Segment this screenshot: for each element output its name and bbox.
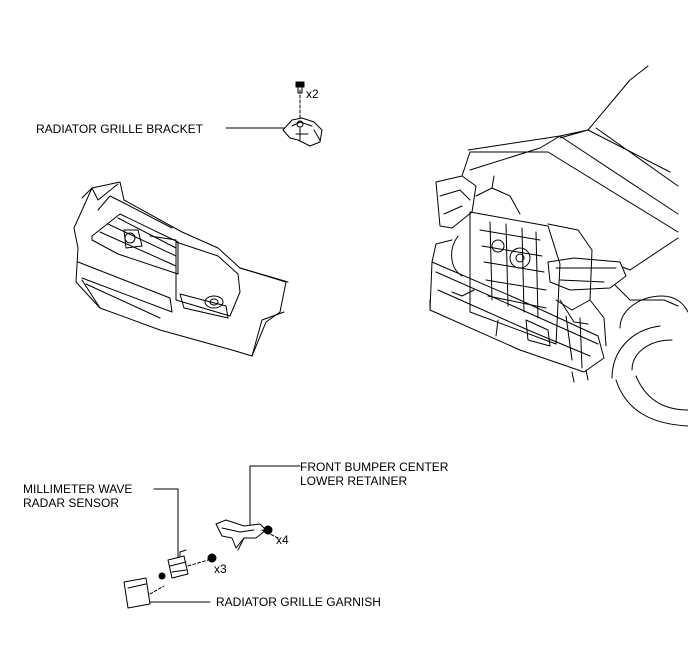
radar-sensor-quantity: x3 <box>214 562 227 576</box>
radiator-grille-bracket-label: RADIATOR GRILLE BRACKET <box>36 122 203 136</box>
vehicle-front-drawing <box>429 65 688 427</box>
radar-sensor-label-line1: MILLIMETER WAVE <box>23 482 133 496</box>
garnish-clip-icon <box>158 572 166 580</box>
radiator-grille-bracket-quantity: x2 <box>306 87 319 101</box>
radar-bolt-axis <box>187 559 209 567</box>
radar-sensor-label-line2: RADAR SENSOR <box>23 496 120 510</box>
radiator-grille-bracket-part <box>225 81 323 147</box>
radiator-grille-garnish-part <box>123 572 211 609</box>
retainer-bolt-icon <box>263 525 273 535</box>
radar-bolt-icon <box>207 553 217 563</box>
radar-leader-line <box>153 488 179 566</box>
front-bumper-retainer-quantity: x4 <box>276 533 289 547</box>
front-bumper-retainer-label-line1: FRONT BUMPER CENTER <box>300 460 449 474</box>
front-bumper-drawing <box>73 181 289 357</box>
bracket-bolt-icon <box>295 81 305 88</box>
radiator-grille-garnish-label: RADIATOR GRILLE GARNISH <box>216 595 381 609</box>
front-bumper-retainer-label-line2: LOWER RETAINER <box>300 474 408 488</box>
millimeter-wave-radar-sensor-part <box>153 488 217 579</box>
front-bumper-center-lower-retainer-part <box>215 465 301 551</box>
retainer-leader-line <box>249 465 301 531</box>
